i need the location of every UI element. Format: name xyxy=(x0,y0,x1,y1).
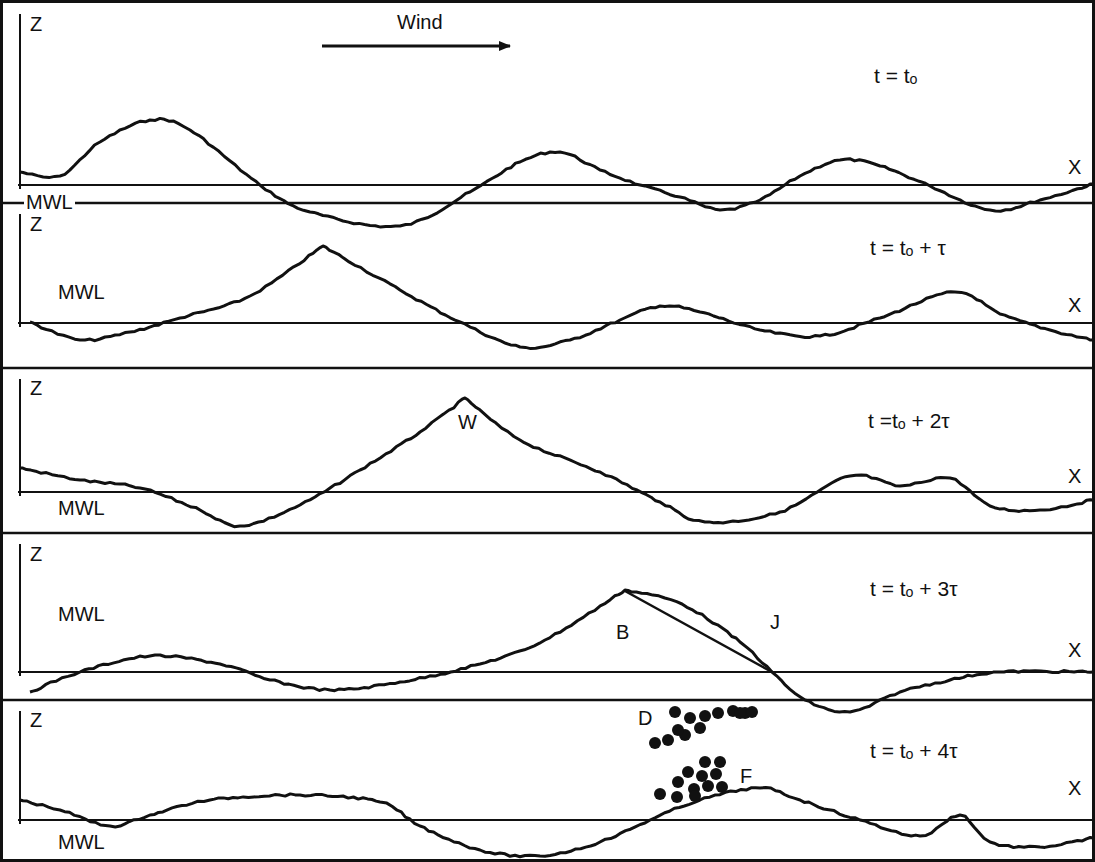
axis-label: X xyxy=(1066,157,1083,177)
axis-label: X xyxy=(1066,466,1083,486)
jet-line xyxy=(625,591,772,672)
time-label: t = tₒ + 3τ xyxy=(868,578,959,599)
point-label: D xyxy=(636,708,654,728)
droplet xyxy=(662,734,674,746)
droplet xyxy=(672,724,684,736)
droplet xyxy=(734,707,746,719)
droplet xyxy=(682,766,694,778)
axis-label: Z xyxy=(28,710,44,730)
axis-label: X xyxy=(1066,778,1083,798)
droplet xyxy=(649,737,661,749)
droplet xyxy=(654,788,666,800)
axis-label: Z xyxy=(28,544,44,564)
time-label: t = tₒ + τ xyxy=(868,237,948,258)
mwl-label: MWL xyxy=(24,192,75,212)
mean-water-line xyxy=(18,491,1095,493)
wind-arrow xyxy=(322,45,510,48)
z-axis xyxy=(19,379,21,496)
droplet xyxy=(699,756,711,768)
point-label: B xyxy=(614,622,631,642)
droplet xyxy=(716,781,728,793)
z-axis xyxy=(19,214,21,327)
point-label: F xyxy=(738,766,754,786)
time-label: t = tₒ xyxy=(872,65,920,86)
droplet xyxy=(684,712,696,724)
axis-label: X xyxy=(1066,295,1083,315)
time-label: t =tₒ + 2τ xyxy=(866,410,952,431)
axis-label: Z xyxy=(28,14,44,34)
droplet xyxy=(702,780,714,792)
point-label: J xyxy=(768,612,782,632)
droplet xyxy=(714,756,726,768)
mwl-label: MWL xyxy=(56,498,107,518)
z-axis xyxy=(19,711,21,824)
time-label: t = tₒ + 4τ xyxy=(868,740,959,761)
droplets-foam xyxy=(649,705,758,803)
droplet xyxy=(746,706,758,718)
mwl-label: MWL xyxy=(56,282,107,302)
droplet xyxy=(672,776,684,788)
z-axis xyxy=(19,14,21,189)
droplet xyxy=(710,768,722,780)
wave-profile xyxy=(20,788,1093,857)
droplet xyxy=(671,791,683,803)
point-label: W xyxy=(456,412,479,432)
wave-profiles xyxy=(20,118,1093,856)
wind-label: Wind xyxy=(395,12,445,32)
panel-dividers xyxy=(0,203,1095,700)
mwl-label: MWL xyxy=(56,832,107,852)
mwl-label: MWL xyxy=(56,604,107,624)
droplet xyxy=(669,706,681,718)
axes xyxy=(18,14,1095,824)
axis-label: Z xyxy=(28,214,44,234)
wave-profile xyxy=(20,398,1093,527)
axis-label: Z xyxy=(28,378,44,398)
droplet xyxy=(699,710,711,722)
wave-profile xyxy=(20,118,1093,227)
droplet xyxy=(712,707,724,719)
mean-water-line xyxy=(18,671,1095,673)
axis-label: X xyxy=(1066,640,1083,660)
mean-water-line xyxy=(18,819,1095,821)
wave-profile xyxy=(30,590,1093,712)
wave-profile xyxy=(30,246,1093,349)
droplet xyxy=(694,722,706,734)
droplet xyxy=(696,770,708,782)
z-axis xyxy=(19,544,21,676)
droplet xyxy=(689,790,701,802)
mean-water-line xyxy=(18,184,1095,186)
mean-water-line xyxy=(18,322,1095,324)
